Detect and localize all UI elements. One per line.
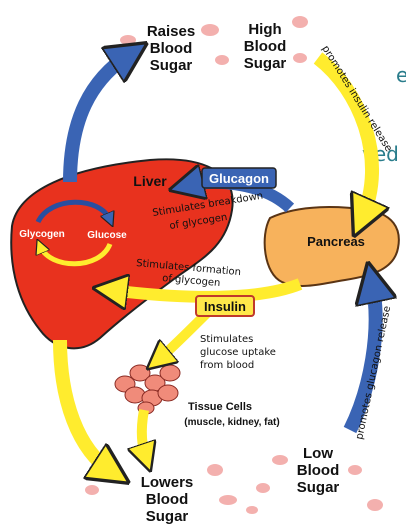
low-line-2: Blood — [297, 462, 340, 479]
arrow-tissue-to-lowers — [142, 410, 146, 458]
lowers-line-1: Lowers — [141, 474, 194, 491]
high-line-2: Blood — [244, 38, 287, 55]
promotes-insulin-release-label: promotes insulin release — [319, 44, 393, 154]
tissue-cells-label: Tissue Cells — [188, 401, 252, 413]
insulin-label: Insulin — [204, 299, 246, 314]
raises-line-3: Sugar — [150, 57, 193, 74]
uptake-line-3: from blood — [200, 360, 254, 371]
lowers-line-2: Blood — [146, 491, 189, 508]
glycogen-label: Glycogen — [19, 229, 65, 240]
lowers-line-3: Sugar — [146, 508, 189, 525]
high-line-3: Sugar — [244, 55, 287, 72]
uptake-line-1: Stimulates — [200, 334, 253, 345]
low-line-3: Sugar — [297, 479, 340, 496]
glucagon-label: Glucagon — [209, 171, 269, 186]
high-line-1: High — [248, 21, 281, 38]
pancreas-label: Pancreas — [307, 234, 365, 249]
tissue-examples-label: (muscle, kidney, fat) — [184, 417, 279, 428]
tissue-cells-cluster — [115, 365, 180, 414]
liver-label: Liver — [133, 173, 167, 189]
raises-line-1: Raises — [147, 23, 195, 40]
raises-line-2: Blood — [150, 40, 193, 57]
arrow-liver-to-lowers — [60, 340, 112, 472]
uptake-line-2: glucose uptake — [200, 347, 276, 358]
low-line-1: Low — [303, 445, 333, 462]
glucose-label: Glucose — [87, 230, 127, 241]
